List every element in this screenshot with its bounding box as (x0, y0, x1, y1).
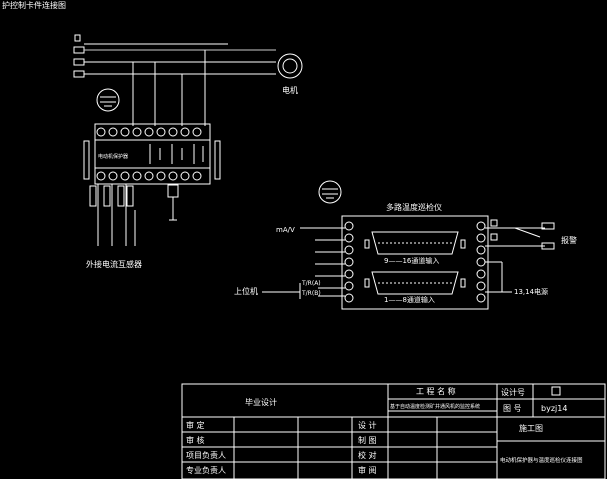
motor-label: 电机 (282, 85, 298, 95)
title-block-grid (181, 383, 606, 479)
drawing-title: 护控制卡件连接图 (2, 0, 66, 10)
tb-row-mid: 设 计 (358, 420, 377, 430)
host-label: 上位机 (234, 286, 258, 296)
instrument-title: 多路温度巡检仪 (386, 202, 442, 212)
tb-row-left: 项目负责人 (186, 450, 226, 460)
tb-row-left: 审 定 (186, 420, 205, 430)
tb-project-name-value: 基于自动温度检测矿井通风机的监控系统 (390, 403, 480, 410)
side-bar-left (83, 140, 90, 180)
tb-row-mid: 校 对 (358, 450, 377, 460)
motor-protector-module (94, 123, 211, 185)
ch1-8-label: 1——8通道输入 (384, 295, 435, 304)
side-bar-right (214, 140, 221, 180)
tb-row-left: 审 核 (186, 435, 205, 445)
ch9-16-label: 9——16通道输入 (384, 256, 439, 265)
input-lines (262, 227, 345, 299)
protector-label: 电动机保护器 (98, 153, 128, 160)
supply-lines (73, 34, 276, 126)
tb-drawing-no-value: byzj14 (541, 404, 567, 413)
tb-row-mid: 制 图 (358, 435, 377, 445)
tb-project-name-header: 工 程 名 称 (416, 386, 456, 396)
tb-row-mid: 审 阅 (358, 465, 377, 475)
tb-stage: 施工图 (519, 423, 543, 433)
current-transformers (89, 184, 136, 246)
right-terminals (476, 221, 486, 303)
tb-design-no-label: 设计号 (501, 387, 525, 397)
tr-b-label: T/R(B) (301, 290, 321, 297)
meter-icon (96, 88, 120, 112)
bottom-terminal-row (96, 171, 202, 181)
top-terminal-row (96, 127, 202, 137)
instrument-meter-icon (318, 180, 342, 204)
left-terminals (344, 221, 354, 303)
tb-drawing-no-label: 图 号 (503, 404, 522, 413)
output-lines (485, 219, 555, 293)
power-label: 13,14电源 (514, 287, 548, 296)
ma-v-label: mA/V (276, 226, 295, 234)
sensor-label: 外接电流互感器 (86, 259, 142, 269)
tr-a-label: T/R(A) (301, 280, 321, 287)
motor-symbol (277, 53, 303, 79)
tb-row-left: 专业负责人 (186, 465, 226, 475)
tb-grad-design: 毕业设计 (245, 397, 277, 407)
ground-lead (167, 184, 179, 221)
tb-footer-title: 电动机保护器与温度巡检仪连接图 (500, 456, 583, 464)
alarm-label: 报警 (561, 235, 577, 245)
